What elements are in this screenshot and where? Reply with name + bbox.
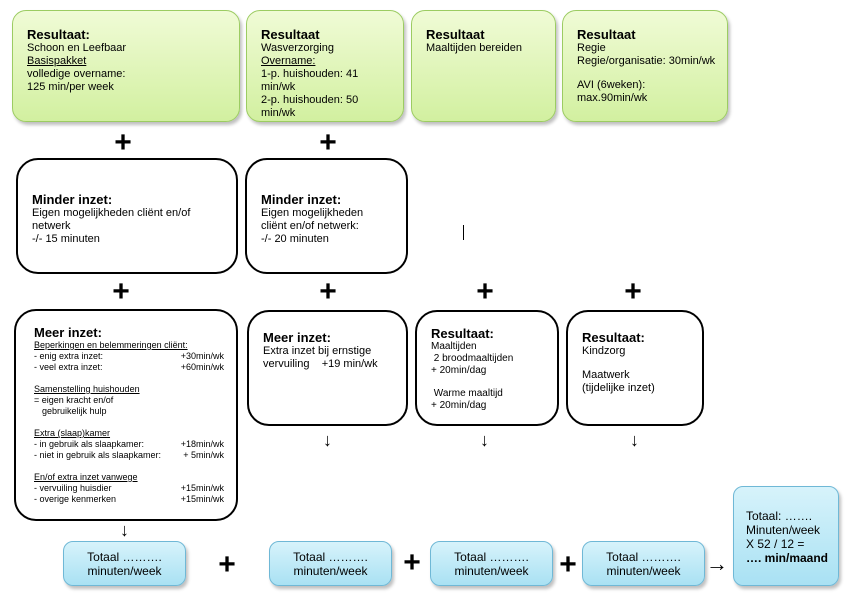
plus-sign: + xyxy=(218,548,236,581)
result-line: + 20min/dag xyxy=(431,400,487,411)
plus-sign: + xyxy=(112,275,130,308)
result-box-was: Resultaat Wasverzorging Overname: 1-p. h… xyxy=(246,10,404,122)
result-line: 125 min/per week xyxy=(27,81,114,93)
down-arrow-icon: ↓ xyxy=(630,430,639,450)
down-arrow-icon: ↓ xyxy=(120,520,129,540)
meer-title: Meer inzet: xyxy=(263,330,331,345)
result-line: Regie xyxy=(577,42,606,54)
result-title: Resultaat: xyxy=(582,330,645,345)
meer-section-head: Samenstelling huishouden xyxy=(34,384,140,394)
meer-inzet-box-2: Meer inzet: Extra inzet bij ernstige ver… xyxy=(247,310,408,426)
result-line: Schoon en Leefbaar xyxy=(27,42,127,54)
totaal-line: Totaal ………. xyxy=(454,550,529,564)
meer-line: vervuiling +19 min/wk xyxy=(263,358,378,370)
meer-row: - niet in gebruik als slaapkamer:+ 5min/… xyxy=(34,450,224,460)
down-arrow-icon: ↓ xyxy=(323,430,332,450)
result-box-maaltijden: Resultaat Maaltijden bereiden xyxy=(411,10,556,122)
meer-row: - veel extra inzet:+60min/wk xyxy=(34,362,224,372)
result-line: Maatwerk xyxy=(582,369,630,381)
totaal-box-1: Totaal ………. minuten/week xyxy=(63,541,186,586)
result-line: 2 broodmaaltijden xyxy=(431,353,514,364)
minder-line: Eigen mogelijkheden cliënt en/of xyxy=(32,207,191,219)
minder-inzet-box-1: Minder inzet: Eigen mogelijkheden cliënt… xyxy=(16,158,238,274)
result-line: Basispakket xyxy=(27,55,87,67)
meer-section-head: Beperkingen en belemmeringen cliënt: xyxy=(34,340,188,350)
plus-sign: + xyxy=(476,275,494,308)
plus-sign: + xyxy=(403,546,421,579)
totaal-box-3: Totaal ………. minuten/week xyxy=(430,541,553,586)
meer-row: - enig extra inzet:+30min/wk xyxy=(34,351,224,361)
result-line: 2-p. huishouden: 50 min/wk xyxy=(261,94,359,119)
final-line: …. min/maand xyxy=(746,551,829,565)
result-line: (tijdelijke inzet) xyxy=(582,382,655,394)
meer-title: Meer inzet: xyxy=(34,325,102,340)
result-line: Warme maaltijd xyxy=(431,388,503,399)
result-line: Kindzorg xyxy=(582,345,626,357)
meer-row: - vervuiling huisdier+15min/wk xyxy=(34,483,224,493)
final-line: Totaal: ……. xyxy=(746,509,813,523)
totaal-box-4: Totaal ………. minuten/week xyxy=(582,541,705,586)
minder-inzet-box-2: Minder inzet: Eigen mogelijkheden cliënt… xyxy=(245,158,408,274)
down-arrow-icon: ↓ xyxy=(480,430,489,450)
result-title: Resultaat: xyxy=(431,326,494,341)
result-line: + 20min/dag xyxy=(431,365,487,376)
plus-sign: + xyxy=(319,126,337,159)
plus-sign: + xyxy=(559,548,577,581)
result-box-maaltijden-detail: Resultaat: Maaltijden 2 broodmaaltijden … xyxy=(415,310,559,426)
totaal-line: minuten/week xyxy=(454,564,529,578)
result-title: Resultaat: xyxy=(27,27,90,42)
totaal-line: minuten/week xyxy=(293,564,368,578)
final-total-box: Totaal: ……. Minuten/week X 52 / 12 = …. … xyxy=(733,486,839,586)
totaal-box-2: Totaal ………. minuten/week xyxy=(269,541,392,586)
result-box-kindzorg: Resultaat: Kindzorg Maatwerk (tijdelijke… xyxy=(566,310,704,426)
result-line: Wasverzorging xyxy=(261,42,334,54)
result-title: Resultaat xyxy=(577,27,636,42)
totaal-line: Totaal ………. xyxy=(606,550,681,564)
result-line: 1-p. huishouden: 41 min/wk xyxy=(261,68,359,93)
result-box-schoon: Resultaat: Schoon en Leefbaar Basispakke… xyxy=(12,10,240,122)
meer-line: gebruikelijk hulp xyxy=(42,406,107,416)
result-title: Resultaat xyxy=(261,27,320,42)
result-line: volledige overname: xyxy=(27,68,126,80)
plus-sign: + xyxy=(319,275,337,308)
minder-line: netwerk xyxy=(32,220,71,232)
totaal-line: minuten/week xyxy=(87,564,162,578)
text-cursor xyxy=(463,225,464,240)
result-line: AVI (6weken): max.90min/wk xyxy=(577,79,648,104)
minder-line: Eigen mogelijkheden xyxy=(261,207,364,219)
right-arrow-icon: → xyxy=(706,551,728,576)
final-line: Minuten/week xyxy=(746,523,821,537)
minder-title: Minder inzet: xyxy=(261,192,342,207)
result-line: Maaltijden xyxy=(431,341,477,352)
result-box-regie: Resultaat Regie Regie/organisatie: 30min… xyxy=(562,10,728,122)
minder-title: Minder inzet: xyxy=(32,192,113,207)
meer-section-head: En/of extra inzet vanwege xyxy=(34,472,138,482)
meer-inzet-box-main: Meer inzet: Beperkingen en belemmeringen… xyxy=(14,309,238,521)
minder-line: -/- 20 minuten xyxy=(261,233,329,245)
meer-row: - overige kenmerken+15min/wk xyxy=(34,494,224,504)
final-line: X 52 / 12 = xyxy=(746,537,805,551)
result-line: Maaltijden bereiden xyxy=(426,42,523,54)
result-title: Resultaat xyxy=(426,27,485,42)
meer-line: = eigen kracht en/of xyxy=(34,395,114,405)
minder-line: -/- 15 minuten xyxy=(32,233,100,245)
result-line: Overname: xyxy=(261,55,316,67)
totaal-line: Totaal ………. xyxy=(87,550,162,564)
totaal-line: Totaal ………. xyxy=(293,550,368,564)
meer-line: Extra inzet bij ernstige xyxy=(263,345,372,357)
meer-section-head: Extra (slaap)kamer xyxy=(34,428,111,438)
result-line: Regie/organisatie: 30min/wk xyxy=(577,55,716,67)
plus-sign: + xyxy=(624,275,642,308)
totaal-line: minuten/week xyxy=(606,564,681,578)
minder-line: cliënt en/of netwerk: xyxy=(261,220,359,232)
plus-sign: + xyxy=(114,126,132,159)
meer-row: - in gebruik als slaapkamer:+18min/wk xyxy=(34,439,224,449)
